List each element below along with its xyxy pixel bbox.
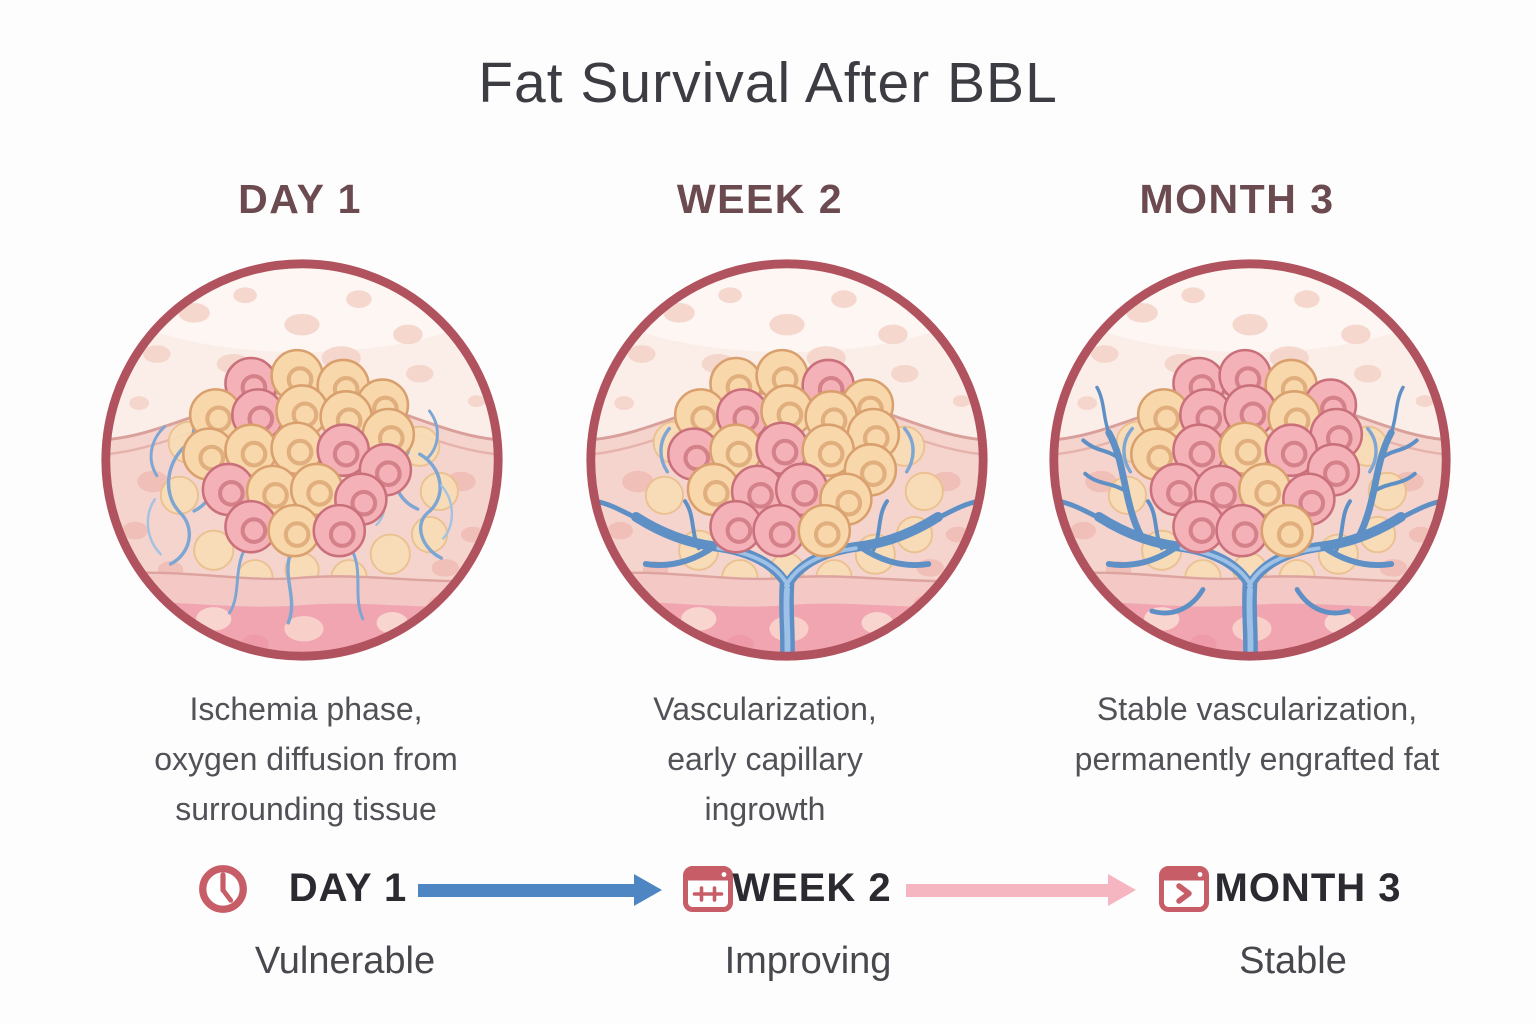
panel-header-month3: MONTH 3 [1139, 176, 1335, 222]
panel-description-month3: Stable vascularization, permanently engr… [1074, 691, 1440, 777]
panel-description-week2: Vascularization, early capillary ingrowt… [653, 691, 877, 827]
timeline-label-week2: WEEK 2 [732, 866, 892, 910]
timeline-label-month3: MONTH 3 [1214, 866, 1402, 910]
illustration-month3-tissue-cross-section [1044, 254, 1456, 666]
panel-description-day1: Ischemia phase, oxygen diffusion from su… [154, 691, 458, 827]
arrow-day1-to-week2-icon [418, 874, 662, 906]
illustration-week2-tissue-cross-section [581, 254, 993, 666]
panel-header-day1: DAY 1 [238, 176, 362, 222]
timeline-label-day1: DAY 1 [288, 866, 408, 910]
status-week2: Improving [724, 940, 892, 982]
panel-header-week2: WEEK 2 [676, 176, 844, 222]
status-day1: Vulnerable [254, 940, 436, 982]
status-month3: Stable [1239, 940, 1347, 982]
arrow-week2-to-month3-icon [906, 874, 1136, 906]
page-title: Fat Survival After BBL [478, 51, 1058, 115]
illustration-day1-tissue-cross-section [96, 254, 508, 666]
clock-icon [196, 862, 250, 916]
calendar-icon [682, 864, 734, 914]
window-arrow-icon [1158, 864, 1210, 914]
